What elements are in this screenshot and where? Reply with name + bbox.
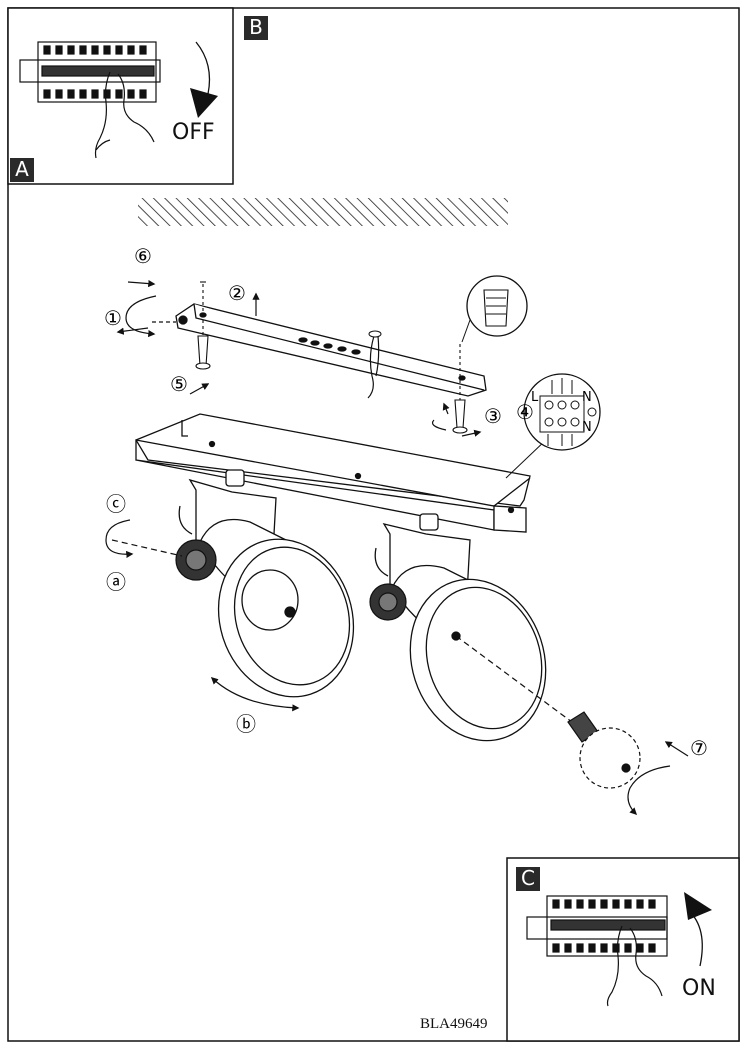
- spotlight-left: [178, 469, 355, 698]
- step-4: ④: [516, 400, 534, 424]
- part-b: ⓑ: [236, 712, 256, 736]
- breaker-panel-on: [526, 895, 668, 1007]
- off-label: OFF: [172, 120, 215, 145]
- wall-plug-left: [195, 281, 211, 370]
- on-arrowhead: [684, 892, 712, 920]
- led-bulb: [567, 711, 641, 789]
- terminal-n-top: N: [582, 390, 592, 405]
- step-2: ②: [228, 281, 246, 305]
- ceiling-hatch: [138, 198, 508, 226]
- motion-arrows: [105, 279, 689, 816]
- on-label: ON: [682, 976, 716, 1001]
- part-a: ⓐ: [106, 570, 126, 594]
- part-c: ⓒ: [106, 492, 126, 516]
- breaker-panel-off: [19, 41, 161, 159]
- step-5: ⑤: [170, 372, 188, 396]
- off-arrowhead: [190, 88, 218, 118]
- step-3: ③: [484, 404, 502, 428]
- terminal-block: [539, 378, 597, 446]
- panel-b-label: B: [244, 16, 268, 40]
- step-6: ⑥: [134, 244, 152, 268]
- spotlight-right: [374, 513, 547, 742]
- panel-c-box: [506, 857, 740, 1042]
- step-1: ①: [104, 306, 122, 330]
- wall-plug-right: [452, 344, 468, 434]
- outer-frame: [7, 7, 740, 1042]
- supply-cable: [367, 335, 380, 399]
- knob-left: [175, 539, 217, 581]
- terminal-l: L: [531, 390, 539, 405]
- panel-c-label: C: [516, 867, 540, 891]
- step-7: ⑦: [690, 736, 708, 760]
- mounting-bracket: [175, 303, 487, 397]
- panel-a-label: A: [10, 158, 34, 182]
- canopy-plate: [135, 413, 531, 533]
- off-arrow: [195, 41, 211, 95]
- knob-right: [369, 583, 407, 621]
- product-code: BLA49649: [420, 1016, 488, 1032]
- terminal-n-bottom: N: [582, 420, 592, 435]
